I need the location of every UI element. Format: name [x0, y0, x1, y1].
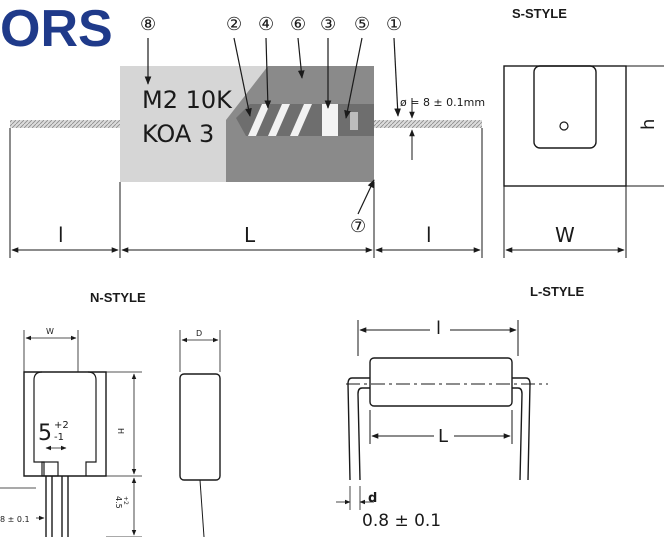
callout-1: ①	[386, 14, 402, 35]
n-style-title: N-STYLE	[90, 290, 146, 305]
dim-label-L: L	[244, 223, 256, 247]
n-style-pitch-sup: +2	[54, 420, 69, 431]
n-style-dim-d: D	[196, 329, 202, 338]
callout-3: ③	[320, 14, 336, 35]
header-title-fragment: ORS	[0, 0, 113, 58]
n-style-lead-length-tol: +2	[122, 496, 129, 505]
n-style-side-body	[179, 373, 221, 481]
color-band-3	[290, 104, 312, 136]
marking-line-2: KOA 3	[142, 120, 214, 148]
callout-5: ⑤	[354, 14, 370, 35]
n-style-dim-h: H	[116, 428, 125, 434]
n-style-front-notch	[41, 461, 59, 477]
l-style-dim-d: d	[368, 491, 377, 506]
n-style-lead-length: 4.5	[114, 496, 123, 509]
lead-diameter-label: ø = 8 ± 0.1mm	[400, 96, 485, 109]
color-band-2	[268, 104, 290, 136]
s-style-dim-h: h	[638, 119, 659, 130]
l-style-lead-dia: 0.8 ± 0.1	[362, 511, 441, 531]
callout-4: ④	[258, 14, 274, 35]
color-band-1	[248, 104, 270, 136]
s-style-center-hole	[559, 121, 569, 131]
l-style-title: L-STYLE	[530, 284, 584, 299]
right-lead	[372, 120, 482, 128]
leader-7	[357, 179, 375, 215]
l-style-dim-l: l	[436, 318, 441, 339]
callout-7: ⑦	[350, 216, 366, 237]
leader-4	[264, 37, 272, 109]
s-style-outer-body	[503, 65, 627, 187]
n-style-diagram: N-STYLE W 5 +2 -1 H 4.5 +2 8 ± 0.1	[0, 290, 221, 537]
callout-6: ⑥	[290, 14, 306, 35]
color-band-4	[322, 104, 338, 136]
n-style-pitch: 5	[38, 421, 52, 446]
callout-8: ⑧	[140, 14, 156, 35]
l-style-body	[369, 357, 513, 407]
marking-line-1: M2 10K	[142, 86, 233, 114]
end-cap	[350, 112, 358, 130]
l-style-lead-left-inner	[357, 387, 370, 481]
n-style-dim-w: W	[46, 327, 54, 336]
n-style-lead-dia: 8 ± 0.1	[0, 515, 30, 524]
l-style-lead-right-inner	[512, 387, 523, 481]
s-style-diagram: S-STYLE h W	[503, 6, 664, 258]
leader-5	[344, 37, 363, 119]
l-style-lead-left-outer	[347, 377, 370, 481]
l-style-diagram: L-STYLE l L d 0.8 ± 0.1	[336, 284, 584, 531]
s-style-title: S-STYLE	[512, 6, 567, 21]
s-style-inner-cavity	[533, 65, 597, 149]
axial-resistor-diagram: M2 10K KOA 3 ⑧ ② ④ ⑥ ③ ⑤ ① ⑦ ø = 8 ± 0.1…	[9, 14, 485, 258]
leader-6	[297, 37, 305, 79]
l-style-dim-L: L	[438, 426, 448, 447]
left-lead	[10, 120, 122, 128]
s-style-dim-w: W	[555, 223, 575, 247]
n-style-side-lead	[199, 479, 205, 537]
callout-2: ②	[226, 14, 242, 35]
n-style-front-inner	[33, 380, 97, 476]
n-style-pitch-sub: -1	[54, 432, 64, 443]
leader-2	[233, 37, 252, 117]
l-style-lead-right-outer	[512, 377, 531, 481]
dim-label-l-right: l	[426, 223, 432, 247]
leader-1	[393, 37, 401, 117]
dim-label-l-left: l	[58, 223, 64, 247]
n-style-front-corners	[33, 371, 97, 381]
